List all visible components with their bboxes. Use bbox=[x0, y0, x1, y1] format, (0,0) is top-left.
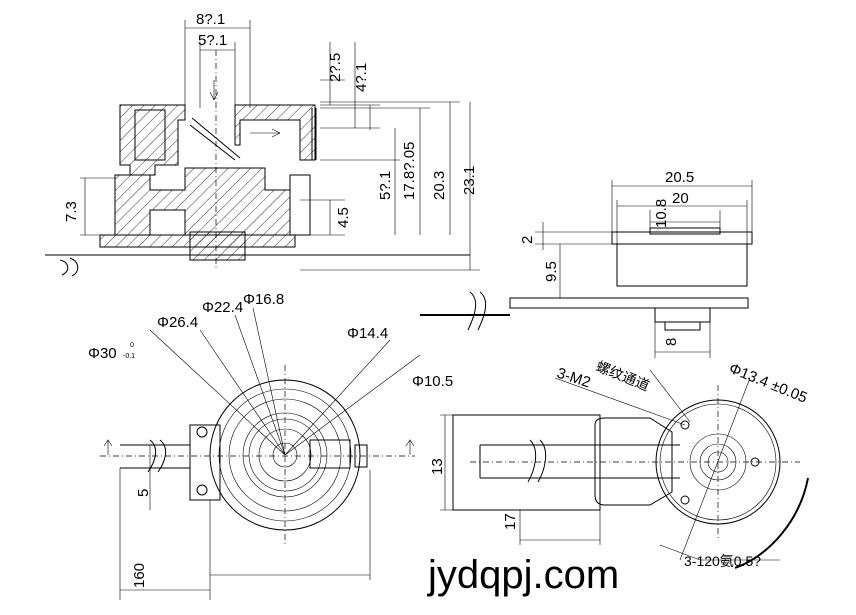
dim-h-9-5: 9.5 bbox=[543, 261, 560, 282]
dim-w-10-8: 10.8 bbox=[653, 199, 670, 228]
cavity bbox=[134, 109, 166, 161]
housing-left-wall bbox=[119, 104, 186, 176]
dim-h-2-5: 2?.5 bbox=[327, 53, 344, 82]
section-view: 8?.1 5?.1 2?.5 4?.1 5?.1 17.8?.05 20.3 2… bbox=[45, 11, 480, 277]
dim-phi-22-4: Φ22.4 bbox=[202, 299, 243, 316]
dim-len-17: 17 bbox=[502, 513, 519, 530]
watermark: jydqpj.com bbox=[427, 553, 619, 597]
dim-width-5: 5?.1 bbox=[198, 32, 227, 49]
dim-h-17-8: 17.8?.05 bbox=[401, 142, 418, 200]
dim-h-13: 13 bbox=[429, 458, 446, 475]
side-view: 20.5 20 10.8 2 9.5 8 bbox=[420, 169, 753, 358]
bottom-view: 3-M2 螺纹通道 Φ13.4 ±0.05 13 17 3-120氨0.5? bbox=[429, 358, 810, 569]
dim-phi-30: Φ30 bbox=[88, 345, 117, 362]
dim-phi-30-tol-lower: -0.1 bbox=[123, 353, 135, 360]
dim-thread-note: 螺纹通道 bbox=[594, 358, 652, 394]
dim-phi-26-4: Φ26.4 bbox=[157, 314, 198, 331]
dim-h-23-1: 23.1 bbox=[461, 166, 478, 195]
dim-h-20-3: 20.3 bbox=[431, 171, 448, 200]
dim-h-5-1: 5?.1 bbox=[377, 171, 394, 200]
dim-thread-count: 3-M2 bbox=[555, 365, 593, 392]
dim-h-4-1: 4?.1 bbox=[353, 63, 370, 92]
dim-phi-16-8: Φ16.8 bbox=[243, 291, 284, 308]
dim-phi-30-tol-upper: 0 bbox=[130, 342, 134, 349]
dim-h-7-3: 7.3 bbox=[63, 201, 80, 222]
dim-len-160: 160 bbox=[131, 563, 148, 588]
rotor-section bbox=[114, 167, 291, 236]
housing-right-wall bbox=[234, 104, 316, 161]
dim-h-5: 5 bbox=[135, 489, 152, 497]
dim-w-20-5: 20.5 bbox=[665, 169, 694, 186]
dim-h-2: 2 bbox=[519, 236, 536, 244]
front-view: Φ30 0 -0.1 Φ26.4 Φ22.4 Φ16.8 Φ14.4 Φ10.5… bbox=[88, 291, 453, 600]
dim-phi-13-4: Φ13.4 ±0.05 bbox=[727, 360, 810, 407]
dim-width-8: 8?.1 bbox=[196, 11, 225, 28]
dim-angle-note: 3-120氨0.5? bbox=[684, 553, 761, 569]
dim-w-8: 8 bbox=[663, 338, 680, 346]
dim-phi-14-4: Φ14.4 bbox=[347, 325, 388, 342]
dim-phi-10-5: Φ10.5 bbox=[412, 373, 453, 390]
shaft-section bbox=[189, 231, 246, 261]
dim-w-20: 20 bbox=[672, 190, 689, 207]
dim-h-4-5: 4.5 bbox=[335, 207, 352, 228]
